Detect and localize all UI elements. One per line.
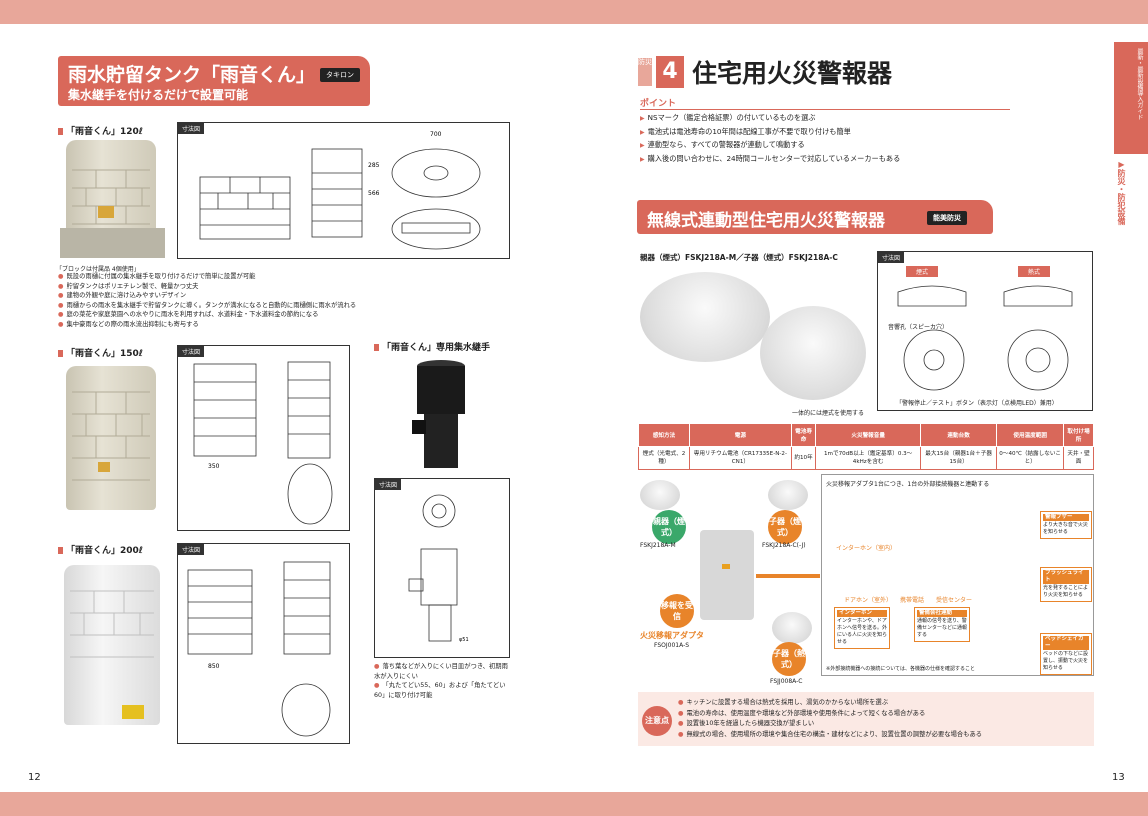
dim-drawing-200: 寸法図 850: [177, 543, 350, 744]
tank-title: 雨水貯留タンク「雨音くん」: [68, 64, 316, 86]
tank-title-box: 雨水貯留タンク「雨音くん」 集水継手を付けるだけで設置可能 タキロン: [58, 56, 370, 106]
notice-label: 注意点: [642, 706, 672, 736]
maker-tag: タキロン: [320, 68, 360, 82]
dim-drawing-120: 寸法図 700 285 566: [177, 122, 510, 259]
drawing-120: 700 285 566: [199, 131, 481, 250]
dim-566: 566: [368, 190, 380, 197]
dim-850: 850: [208, 663, 220, 670]
tank-subtitle: 集水継手を付けるだけで設置可能: [68, 88, 249, 102]
phone-label: 携帯電話: [900, 597, 925, 604]
oya-detector: [640, 480, 680, 510]
heat-detector-photo: [760, 306, 866, 400]
section-number: 4: [656, 56, 684, 88]
system-box: 火災移報アダプタ1台につき、1台の外部接続機器と連動する インターホン（室内） …: [821, 474, 1094, 676]
page-number-left: 12: [28, 772, 41, 783]
dim-350: 350: [208, 463, 220, 470]
drawing-200: 850: [187, 561, 331, 737]
top-band: [0, 0, 1148, 24]
dim-drawing-150: 寸法図 350: [177, 345, 350, 531]
button-label: 「警報停止／テスト」ボタン（表示灯（点検用LED）兼用）: [896, 400, 1058, 407]
tank-bullets: 既設の雨樋に付属の集水継手を取り付けるだけで簡単に設置が可能 貯留タンクはポリエ…: [58, 272, 498, 330]
smoke-label: 煙式: [906, 266, 939, 277]
point-list: ポイント NSマーク（鑑定合格証票）の付いているものを選ぶ 電池式は電池寿命の1…: [640, 96, 1010, 166]
flash-box: フラッシュライト光を発することにより火災を知らせる: [1040, 567, 1092, 602]
side-subtab[interactable]: ▶防災・防犯設備: [1117, 160, 1126, 225]
drawing-joint: φ51: [408, 494, 469, 643]
label-sticker: [122, 705, 144, 719]
bottom-band: [0, 792, 1148, 816]
buzzer-box: 警報ブザーより大きな音で火災を知らせる: [1040, 511, 1092, 539]
alarm-dim-drawing: 寸法図 煙式 熱式 音響孔（スピーカ穴） 「警報停止／テスト」ボタン（表示灯（点…: [877, 251, 1093, 411]
section-120: 「雨音くん」120ℓ: [58, 124, 143, 137]
brick-pattern: [72, 391, 150, 481]
tank-200-photo: [64, 565, 160, 725]
sys-title: 火災移報アダプタ1台につき、1台の外部接続機器と連動する: [826, 481, 990, 488]
alarm-title: 住宅用火災警報器: [692, 59, 893, 88]
oya-label: 親器（煙式）: [652, 510, 686, 544]
table-row: 煙式（光電式、2種） 専用リチウム電池（CR17335E-N-2-CN1） 約1…: [638, 446, 1094, 470]
drawing-150: 350: [193, 361, 333, 525]
joint-photo: [412, 360, 470, 470]
bed-box: ベッドシェイカーベッドの下などに設置し、振動で火災を知らせる: [1040, 633, 1092, 675]
block-stands: [60, 228, 165, 258]
adapter-label: 火災移報アダプタ: [640, 631, 704, 640]
ko-detector: [768, 480, 808, 510]
brick-pattern: [72, 169, 150, 225]
sys-note: ※外部接続機器への接続については、各機器の仕様を確認すること: [826, 666, 975, 672]
block-note: 「ブロックは付属品 4個使用」: [56, 266, 140, 273]
alarm-drawings: [897, 285, 1073, 391]
notice-box: 注意点 キッチンに設置する場合は熱式を採用し、湯気のかからない場所を選ぶ 電池の…: [638, 692, 1094, 746]
heat-label: 熱式: [1018, 266, 1051, 277]
spec-table: 感知方法 電源 電池寿命 火災警報音量 連動台数 使用温度範囲 取付け場所 煙式…: [638, 423, 1094, 470]
brick-pattern: [70, 590, 154, 719]
adapter-model: FSOJ001A-S: [654, 642, 690, 649]
oya-model: FSKJ218A-M: [640, 542, 676, 549]
dim-phi51: φ51: [459, 637, 469, 643]
dim-drawing-joint: 寸法図 φ51: [374, 478, 510, 658]
dim-700: 700: [430, 131, 442, 138]
intercom-label: インターホン（室内）: [836, 545, 897, 552]
section-200: 「雨音くん」200ℓ: [58, 543, 143, 556]
side-tab[interactable]: 最新・最新設備導入ガイド: [1114, 42, 1148, 154]
photo-note: 一体的には煙式を使用する: [792, 410, 865, 417]
wireless-title: 無線式連動型住宅用火災警報器 能美防災: [637, 200, 993, 234]
speaker-label: 音響孔（スピーカ穴）: [888, 324, 949, 331]
section-joint: 「雨音くん」専用集水継手: [374, 340, 490, 353]
adapter-device: [700, 530, 754, 620]
ko2-label: 子器（熱式）: [772, 642, 806, 676]
category-tag: 防災: [638, 58, 652, 86]
tap: [98, 206, 114, 218]
center-label: 受信センター: [936, 597, 973, 604]
ko-model: FSKJ218A-C(-J): [762, 542, 806, 549]
model-line: 親器（煙式）FSKJ218A-M／子器（煙式）FSKJ218A-C: [640, 253, 838, 262]
ko2-model: FSJJ008A-C: [770, 678, 803, 685]
ih-box: インターホンインターホンや、ドアホンへ信号を送る。外にいる人に火災を知らせる: [834, 607, 890, 649]
section-150: 「雨音くん」150ℓ: [58, 346, 143, 359]
smoke-detector-photo: [640, 272, 770, 362]
joint-bullets: 落ち葉などが入りにくい目皿がつき、初期雨水が入りにくい 「丸たてどい55、60」…: [374, 662, 514, 700]
page-number-right: 13: [1112, 772, 1125, 783]
ko2-detector: [772, 612, 812, 644]
tank-120-photo: [66, 140, 156, 236]
dim-285: 285: [368, 162, 380, 169]
sec-box: 警備会社連動通報の信号を送り、警備センターなどに通報する: [914, 607, 970, 642]
relay-label: 移報を受信: [660, 594, 694, 628]
link-arrow: [756, 574, 820, 578]
door-label: ドアホン（室外）: [844, 597, 893, 604]
ko-label: 子器（煙式）: [768, 510, 802, 544]
tank-150-photo: [66, 366, 156, 510]
notice-list: キッチンに設置する場合は熱式を採用し、湯気のかからない場所を選ぶ 電池の寿命は、…: [678, 698, 983, 740]
tap: [98, 462, 110, 472]
